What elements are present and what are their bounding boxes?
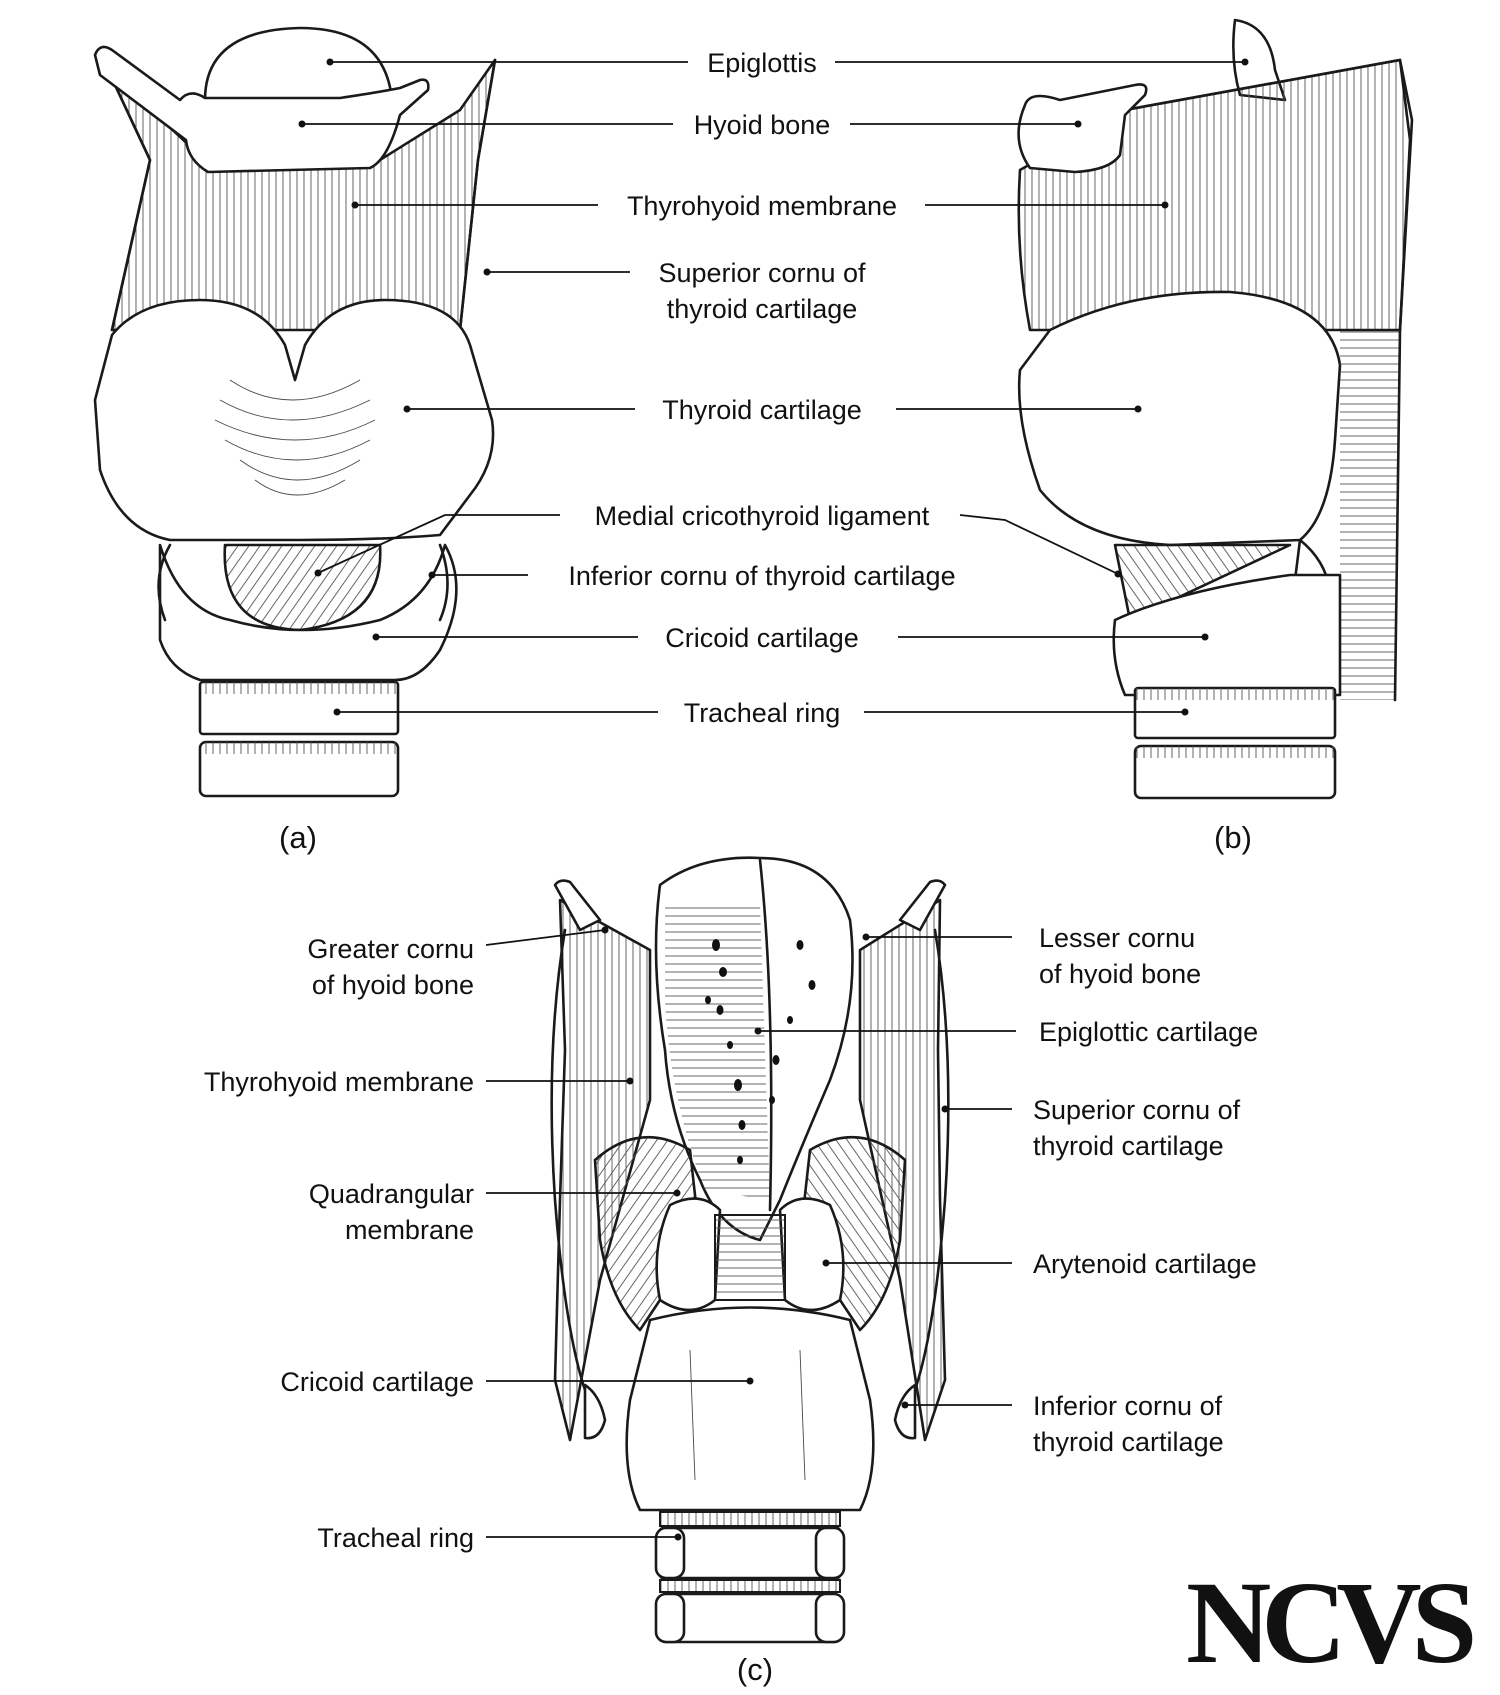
inferior-cornu-left-c xyxy=(583,1383,607,1440)
label-arytenoid-cartilage: Arytenoid cartilage xyxy=(1033,1249,1257,1279)
greater-cornu-left-c xyxy=(553,879,602,932)
label-inferior-cornu-c-1: Inferior cornu of xyxy=(1033,1391,1223,1421)
label-quadrangular-1: Quadrangular xyxy=(309,1179,474,1209)
label-superior-cornu-c-1: Superior cornu of xyxy=(1033,1095,1241,1125)
lesser-cornu-right-c xyxy=(898,879,947,932)
label-greater-cornu-1: Greater cornu xyxy=(307,934,474,964)
label-thyrohyoid-membrane-c: Thyrohyoid membrane xyxy=(204,1067,474,1097)
label-hyoid-bone: Hyoid bone xyxy=(694,110,831,140)
labels-c: Greater cornu of hyoid bone Thyrohyoid m… xyxy=(204,923,1258,1687)
superior-cornu-right-c xyxy=(913,928,950,1392)
labels-ab: Epiglottis Hyoid bone Thyrohyoid membran… xyxy=(279,48,1252,855)
panel-c-drawing xyxy=(550,856,950,1644)
label-tracheal-ring-c: Tracheal ring xyxy=(317,1523,474,1553)
cricoid-cartilage-c xyxy=(625,1306,875,1512)
inferior-cornu-right-c xyxy=(893,1383,917,1440)
label-medial-cricothyroid-ligament: Medial cricothyroid ligament xyxy=(595,501,930,531)
panel-a-drawing xyxy=(93,26,497,798)
label-inferior-cornu-c-2: thyroid cartilage xyxy=(1033,1427,1224,1457)
leaders-c xyxy=(485,926,1016,1541)
label-greater-cornu-2: of hyoid bone xyxy=(312,970,474,1000)
label-epiglottis: Epiglottis xyxy=(707,48,817,78)
caption-c: (c) xyxy=(737,1652,773,1687)
arytenoid-cartilage-right-c xyxy=(778,1197,845,1312)
hyoid-bone-b xyxy=(1017,83,1148,174)
label-superior-cornu-2: thyroid cartilage xyxy=(667,294,858,324)
cricoid-cartilage-a xyxy=(158,543,458,682)
caption-a: (a) xyxy=(279,820,317,855)
ncvs-logo: NCVS xyxy=(1186,1557,1473,1688)
label-cricoid-cartilage: Cricoid cartilage xyxy=(665,623,859,653)
epiglottis-a xyxy=(203,26,394,102)
label-thyroid-cartilage: Thyroid cartilage xyxy=(662,395,862,425)
tracheal-rings-a xyxy=(198,680,400,798)
label-thyrohyoid-membrane: Thyrohyoid membrane xyxy=(627,191,897,221)
medial-cricothyroid-ligament-a xyxy=(223,543,382,632)
caption-b: (b) xyxy=(1214,820,1252,855)
medial-cricothyroid-ligament-b xyxy=(1113,543,1292,622)
thyroid-cartilage-b xyxy=(1017,290,1342,547)
tracheal-rings-b xyxy=(1133,686,1337,800)
hyoid-bone-a xyxy=(93,45,430,174)
cricoid-cartilage-b xyxy=(1112,573,1342,697)
label-lesser-cornu-1: Lesser cornu xyxy=(1039,923,1195,953)
label-epiglottic-cartilage: Epiglottic cartilage xyxy=(1039,1017,1258,1047)
label-inferior-cornu: Inferior cornu of thyroid cartilage xyxy=(568,561,955,591)
tracheal-rings-c xyxy=(654,1511,846,1644)
label-superior-cornu-c-2: thyroid cartilage xyxy=(1033,1131,1224,1161)
label-tracheal-ring: Tracheal ring xyxy=(684,698,841,728)
label-quadrangular-2: membrane xyxy=(345,1215,474,1245)
arytenoid-cartilage-left-c xyxy=(655,1197,722,1312)
panel-b-drawing xyxy=(1017,18,1414,800)
label-superior-cornu-1: Superior cornu of xyxy=(658,258,866,288)
label-lesser-cornu-2: of hyoid bone xyxy=(1039,959,1201,989)
leaders-ab xyxy=(298,58,1249,716)
label-cricoid-cartilage-c: Cricoid cartilage xyxy=(280,1367,474,1397)
epiglottic-pores xyxy=(705,939,816,1164)
